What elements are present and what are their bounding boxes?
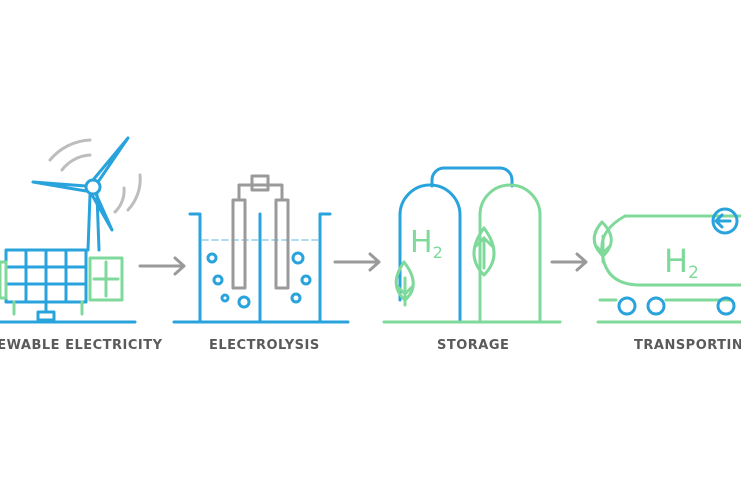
hydrogen-storage-tanks-icon: H2 bbox=[382, 166, 562, 324]
hydrogen-tanker-trailer-icon: H2 bbox=[592, 207, 741, 324]
svg-text:H2: H2 bbox=[664, 242, 699, 283]
step-label-renewable-electricity: RENEWABLE ELECTRICITY bbox=[0, 338, 163, 353]
svg-text:H2: H2 bbox=[410, 225, 443, 262]
step-label-storage: STORAGE bbox=[437, 338, 510, 353]
step-label-electrolysis: ELECTROLYSIS bbox=[209, 338, 320, 353]
h2-formula: H2 bbox=[410, 225, 443, 262]
arrow-right-icon bbox=[138, 256, 186, 276]
h2-formula: H2 bbox=[664, 242, 699, 283]
arrow-right-icon bbox=[550, 252, 588, 272]
step-label-transporting: TRANSPORTING bbox=[634, 338, 741, 353]
wind-turbine-solar-panel-icon bbox=[0, 136, 142, 324]
electrolysis-tank-icon bbox=[172, 174, 350, 324]
arrow-right-icon bbox=[333, 252, 381, 272]
